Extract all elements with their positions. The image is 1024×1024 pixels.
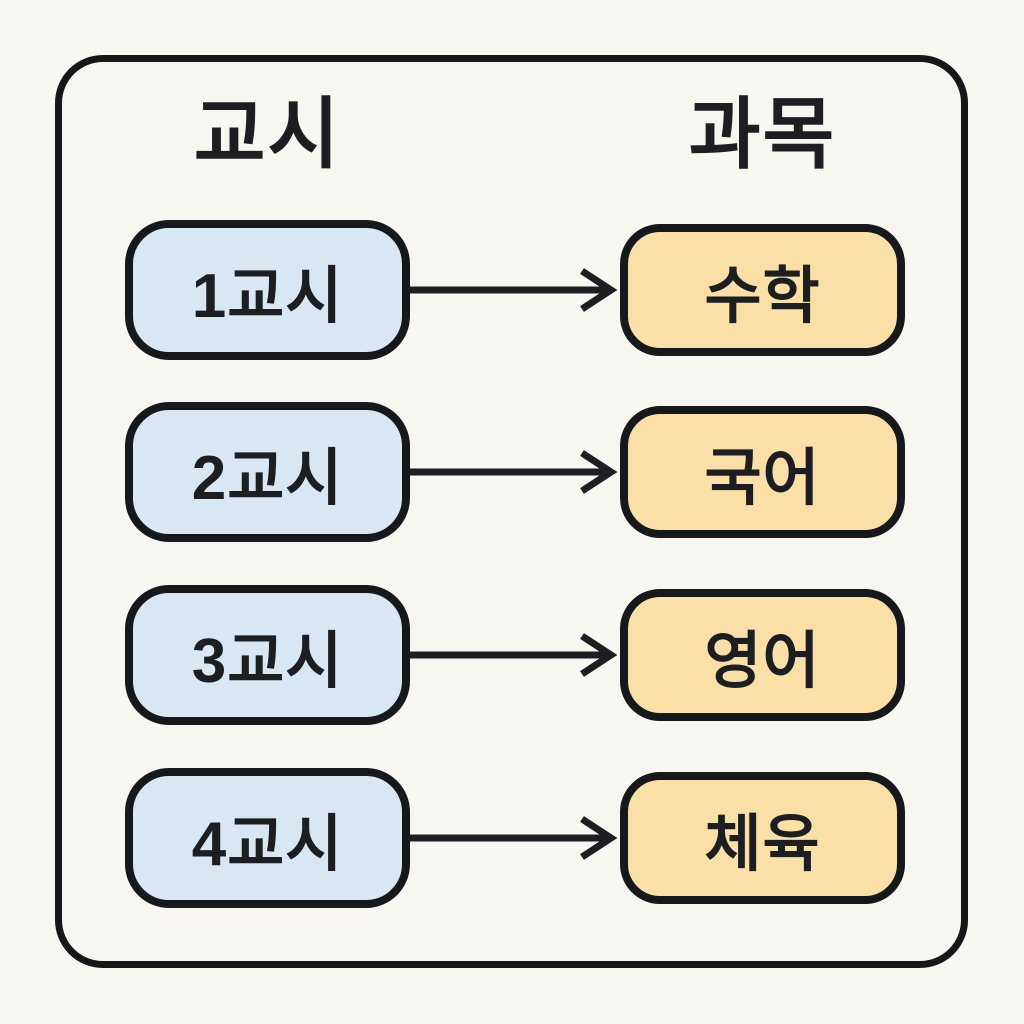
arrow-right-icon (408, 448, 620, 496)
column-header-period: 교시 (193, 90, 342, 178)
subject-node-3: 영어 (620, 589, 905, 721)
subject-node-1: 수학 (620, 224, 905, 356)
subject-node-2: 국어 (620, 406, 905, 538)
period-node-4: 4교시 (125, 768, 410, 908)
arrow-right-icon (408, 266, 620, 314)
mapping-row: 2교시 국어 (0, 402, 1024, 542)
period-node-3: 3교시 (125, 585, 410, 725)
mapping-row: 4교시 체육 (0, 768, 1024, 908)
column-header-subject: 과목 (688, 90, 837, 178)
outer-frame (55, 55, 968, 968)
arrow-right-icon (408, 631, 620, 679)
subject-node-4: 체육 (620, 772, 905, 904)
mapping-row: 3교시 영어 (0, 585, 1024, 725)
period-node-2: 2교시 (125, 402, 410, 542)
mapping-row: 1교시 수학 (0, 220, 1024, 360)
arrow-right-icon (408, 814, 620, 862)
period-node-1: 1교시 (125, 220, 410, 360)
